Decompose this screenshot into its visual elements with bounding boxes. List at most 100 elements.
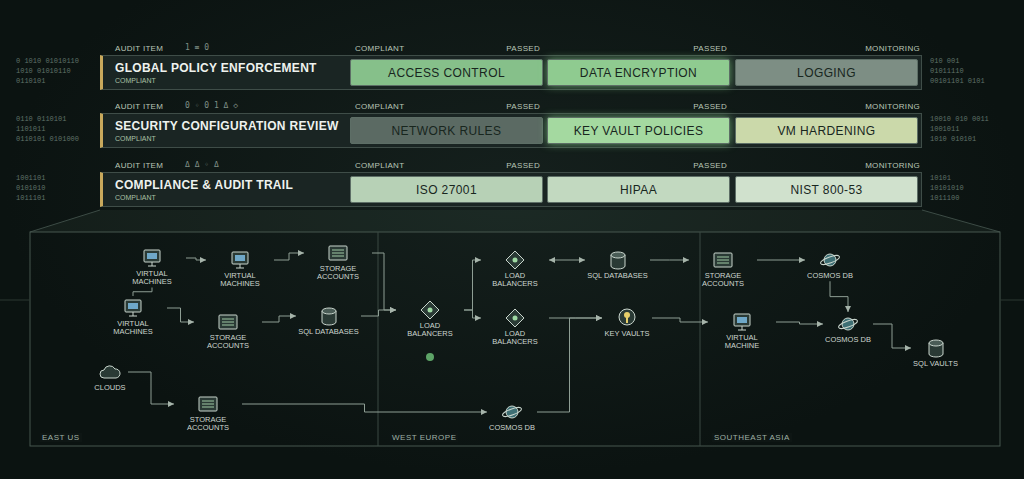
row-title: SECURITY CONFIGURATION REVIEW [115,119,339,133]
resource-node: VIRTUAL MACHINES [99,296,167,338]
resource-node: VIRTUAL MACHINES [118,246,186,288]
region-label: EAST US [40,433,82,442]
connector [167,308,194,322]
resource-icon [196,393,220,415]
resource-label: STORAGE ACCOUNTS [691,272,755,289]
connector [464,260,481,310]
region-divider [378,232,379,446]
binary-stream: 1010 010101 [930,135,976,143]
binary-stream: 01011110 [930,67,964,75]
binary-stream: 1011101 [16,194,45,202]
cell-label: HIPAA [620,183,657,197]
status-cell: NETWORK RULES [350,117,543,144]
circuit-trace [1000,300,1024,301]
funnel-edge [30,210,100,232]
resource-label: LOAD BALANCERS [483,330,547,347]
connector [757,260,805,261]
resource-label: COSMOS DB [489,424,535,432]
resource-icon [500,401,524,423]
status-cell: NIST 800-53 [735,176,918,203]
resource-node: COSMOS DB [823,312,873,345]
column-header: AUDIT ITEM [115,161,163,170]
binary-stream: 0 1010 01010110 [16,57,79,65]
resource-icon [228,249,252,271]
resource-label: SQL DATABASES [298,328,359,336]
status-text: COMPLIANT [115,194,156,201]
resource-node: STORAGE ACCOUNTS [194,310,262,352]
resource-node: STORAGE ACCOUNTS [304,241,372,283]
resource-label: LOAD BALANCERS [398,322,462,339]
resource-node: SQL DATABASES [296,304,361,337]
column-header: PASSED [693,102,727,111]
resource-node: CLOUDS [92,360,128,393]
column-header: PASSED [693,161,727,170]
resource-label: STORAGE ACCOUNTS [306,265,370,282]
connector [873,324,911,348]
resource-label: VIRTUAL MACHINES [208,272,272,289]
column-header: AUDIT ITEM [115,44,163,53]
row-title: GLOBAL POLICY ENFORCEMENT [115,61,317,75]
column-header: MONITORING [865,44,920,53]
circuit-trace [0,300,30,301]
resource-label: STORAGE ACCOUNTS [196,334,260,351]
audit-row: NETWORK RULES KEY VAULT POLICIES VM HARDEN… [100,113,922,148]
status-glyphs: 1 ≡ 0 [185,43,209,52]
connector [274,253,304,260]
resource-node: SQL DATABASES [585,248,650,281]
resource-icon [418,299,442,321]
binary-stream: 1101011 [16,125,45,133]
cell-label: ISO 27001 [416,183,477,197]
status-cell: VM HARDENING [735,117,918,144]
connector [537,318,602,412]
connector [242,404,487,412]
resource-icon [216,311,240,333]
column-header: MONITORING [865,102,920,111]
resource-label: COSMOS DB [825,336,871,344]
status-cell: LOGGING [735,59,918,86]
resource-icon [711,249,735,271]
cell-label: KEY VAULT POLICIES [574,124,704,138]
column-header: COMPLIANT [355,44,404,53]
status-cell: HIPAA [547,176,730,203]
binary-stream: 010 001 [930,57,959,65]
resource-icon [121,297,145,319]
column-header: COMPLIANT [355,102,404,111]
resource-label: VIRTUAL MACHINES [120,270,184,287]
cell-label: VM HARDENING [777,124,875,138]
connector [128,372,174,404]
resource-label: COSMOS DB [807,272,853,280]
resource-label: CLOUDS [94,384,125,392]
connector [262,316,296,322]
column-header: PASSED [506,44,540,53]
binary-stream: 0101010 [16,184,45,192]
connector [776,322,823,324]
resource-label: VIRTUAL MACHINE [710,334,774,351]
binary-stream: 10101010 [930,184,964,192]
resource-label: KEY VAULTS [604,330,649,338]
status-cell: DATA ENCRYPTION [547,59,730,86]
status-glyphs: Δ Δ ◦ Δ [185,160,219,169]
resource-node: VIRTUAL MACHINE [708,310,776,352]
resource-label: VIRTUAL MACHINES [101,320,165,337]
status-glyphs: 0 ◦ 0 1 Δ ◇ [185,101,238,110]
resource-icon [924,337,948,359]
column-header: MONITORING [865,161,920,170]
connector [186,258,206,260]
column-header: PASSED [506,102,540,111]
column-header: PASSED [693,44,727,53]
binary-stream: 0110 0110101 [16,115,66,123]
connector [361,310,396,316]
status-cell: ISO 27001 [350,176,543,203]
resource-node: SQL VAULTS [911,336,960,369]
connector [464,310,481,318]
column-header: AUDIT ITEM [115,102,163,111]
connector [830,281,848,312]
status-text: COMPLIANT [115,135,156,142]
cell-label: LOGGING [797,66,856,80]
status-cell: KEY VAULT POLICIES [547,117,730,144]
connector [650,260,689,261]
binary-stream: 10101 [930,174,951,182]
connector [652,318,708,322]
binary-stream: 1001101 [16,174,45,182]
region-label: SOUTHEAST ASIA [712,433,792,442]
